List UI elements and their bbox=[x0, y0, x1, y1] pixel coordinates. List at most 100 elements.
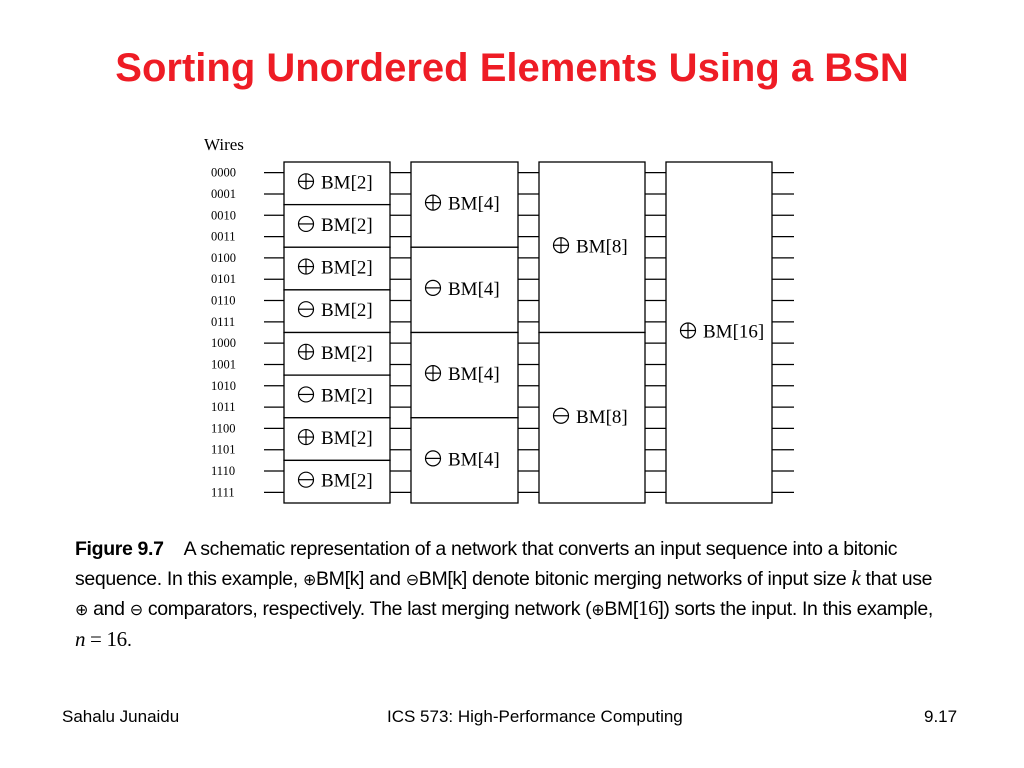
wire-label: 0100 bbox=[211, 251, 236, 265]
caption-text: comparators, respectively. The last merg… bbox=[142, 598, 592, 620]
bitonic-merge-block: BM[2] bbox=[283, 246, 391, 291]
minus-comparator-icon bbox=[297, 215, 315, 233]
merge-block-box bbox=[538, 161, 646, 334]
slide-title: Sorting Unordered Elements Using a BSN bbox=[115, 46, 909, 90]
plus-symbol-icon: ⊕ bbox=[75, 600, 89, 619]
merge-block-box bbox=[283, 246, 391, 291]
bitonic-merge-block: BM[2] bbox=[283, 289, 391, 334]
merge-block-box bbox=[283, 161, 391, 206]
merge-block-label: BM[2] bbox=[321, 385, 373, 406]
bitonic-merge-block: BM[4] bbox=[410, 417, 519, 504]
bitonic-sorting-network-diagram: Wires 0000000100100011010001010110011110… bbox=[204, 135, 794, 504]
wire-label: 0111 bbox=[211, 315, 235, 329]
caption-text: and bbox=[88, 598, 130, 620]
plus-comparator-icon bbox=[297, 258, 315, 275]
minus-comparator-icon bbox=[297, 471, 315, 488]
merge-block-box bbox=[538, 331, 646, 504]
plus-comparator-icon bbox=[679, 322, 697, 339]
bitonic-merge-block: BM[8] bbox=[538, 331, 646, 504]
minus-comparator-icon bbox=[424, 279, 442, 296]
wire-lines bbox=[264, 172, 794, 493]
footer-author: Sahalu Junaidu bbox=[62, 707, 180, 726]
bitonic-merge-block: BM[16] bbox=[665, 161, 773, 504]
merge-block-box bbox=[283, 331, 391, 376]
merge-block-label: BM[4] bbox=[448, 279, 500, 300]
wire-label: 1001 bbox=[211, 357, 236, 371]
merge-block-box bbox=[410, 161, 519, 248]
merge-block-label: BM[2] bbox=[321, 471, 373, 492]
wire-label: 0011 bbox=[211, 230, 236, 244]
wire-label: 1010 bbox=[211, 379, 236, 393]
merge-block-label: BM[4] bbox=[448, 449, 500, 470]
plus-comparator-icon bbox=[424, 365, 442, 382]
minus-symbol-icon: ⊖ bbox=[405, 569, 419, 589]
wire-label: 0101 bbox=[211, 272, 236, 286]
merge-block-label: BM[4] bbox=[448, 194, 500, 215]
bitonic-merge-block: BM[2] bbox=[283, 417, 391, 462]
wire-label: 1111 bbox=[211, 485, 235, 499]
plus-comparator-icon bbox=[297, 428, 315, 446]
merge-block-box bbox=[283, 417, 391, 462]
bitonic-merge-block: BM[2] bbox=[283, 374, 391, 419]
merge-block-label: BM[8] bbox=[576, 236, 628, 257]
minus-comparator-icon bbox=[297, 386, 315, 403]
merge-block-label: BM[16] bbox=[703, 322, 764, 343]
minus-symbol-icon: ⊖ bbox=[129, 600, 143, 619]
caption-num-16: 16 bbox=[638, 596, 659, 620]
caption-text: A schematic representation of a network … bbox=[75, 538, 898, 590]
merge-block-label: BM[2] bbox=[321, 258, 373, 279]
caption-bmk-plus: BM[k] bbox=[316, 567, 365, 590]
merge-block-box bbox=[410, 417, 519, 504]
bitonic-merge-block: BM[2] bbox=[283, 459, 391, 504]
merge-block-box bbox=[410, 246, 519, 334]
wire-label: 0000 bbox=[211, 166, 236, 180]
merge-block-label: BM[4] bbox=[448, 364, 500, 385]
merge-block-label: BM[2] bbox=[321, 343, 373, 364]
bitonic-merge-block: BM[2] bbox=[283, 203, 391, 248]
wire-label: 1100 bbox=[211, 421, 236, 435]
merge-block-box bbox=[283, 459, 391, 504]
caption-bmk-minus: BM[k] bbox=[418, 567, 467, 590]
wire-labels: 0000000100100011010001010110011110001001… bbox=[211, 166, 236, 500]
caption-text: ]) sorts the input. In this example, bbox=[658, 598, 933, 620]
merge-block-label: BM[2] bbox=[321, 428, 373, 449]
wire-label: 1011 bbox=[211, 400, 236, 414]
footer-page-number: 9.17 bbox=[924, 707, 958, 726]
caption-bm-open: BM[ bbox=[604, 598, 638, 620]
caption-var-n: n bbox=[75, 626, 86, 651]
plus-comparator-icon bbox=[424, 194, 442, 211]
plus-comparator-icon bbox=[297, 173, 315, 190]
merge-block-box bbox=[283, 289, 391, 334]
merge-block-box bbox=[665, 161, 773, 504]
merge-block-label: BM[2] bbox=[321, 172, 373, 193]
minus-comparator-icon bbox=[424, 450, 442, 467]
plus-symbol-icon: ⊕ bbox=[591, 600, 605, 619]
figure-label: Figure 9.7 bbox=[75, 538, 164, 560]
bitonic-merge-block: BM[4] bbox=[410, 161, 519, 248]
merge-block-label: BM[8] bbox=[576, 407, 628, 428]
bitonic-merge-block: BM[8] bbox=[538, 161, 646, 334]
bitonic-merge-block: BM[4] bbox=[410, 331, 519, 419]
plus-comparator-icon bbox=[297, 343, 315, 360]
merge-block-box bbox=[410, 331, 519, 419]
wire-label: 1101 bbox=[211, 443, 236, 457]
wires-heading: Wires bbox=[204, 135, 244, 154]
merge-block-label: BM[2] bbox=[321, 215, 373, 236]
bitonic-merge-block: BM[2] bbox=[283, 331, 391, 376]
wire-label: 0110 bbox=[211, 294, 236, 308]
plus-symbol-icon: ⊕ bbox=[302, 569, 317, 589]
plus-comparator-icon bbox=[552, 237, 570, 254]
caption-period: . bbox=[126, 628, 132, 651]
wire-label: 0001 bbox=[211, 187, 236, 201]
caption-var-k: k bbox=[851, 565, 861, 590]
wire-label: 1000 bbox=[211, 336, 236, 350]
caption-text: denote bitonic merging networks of input… bbox=[466, 567, 852, 590]
caption-text: and bbox=[364, 567, 406, 590]
merging-stages: BM[2] BM[2] BM[2] BM[2] BM[2] BM[2] BM[2] BM[2]… bbox=[283, 161, 773, 504]
minus-comparator-icon bbox=[552, 407, 570, 424]
merge-block-label: BM[2] bbox=[321, 300, 373, 321]
caption-text: that use bbox=[860, 567, 933, 590]
wire-label: 1110 bbox=[211, 464, 235, 478]
bitonic-merge-block: BM[4] bbox=[410, 246, 519, 334]
